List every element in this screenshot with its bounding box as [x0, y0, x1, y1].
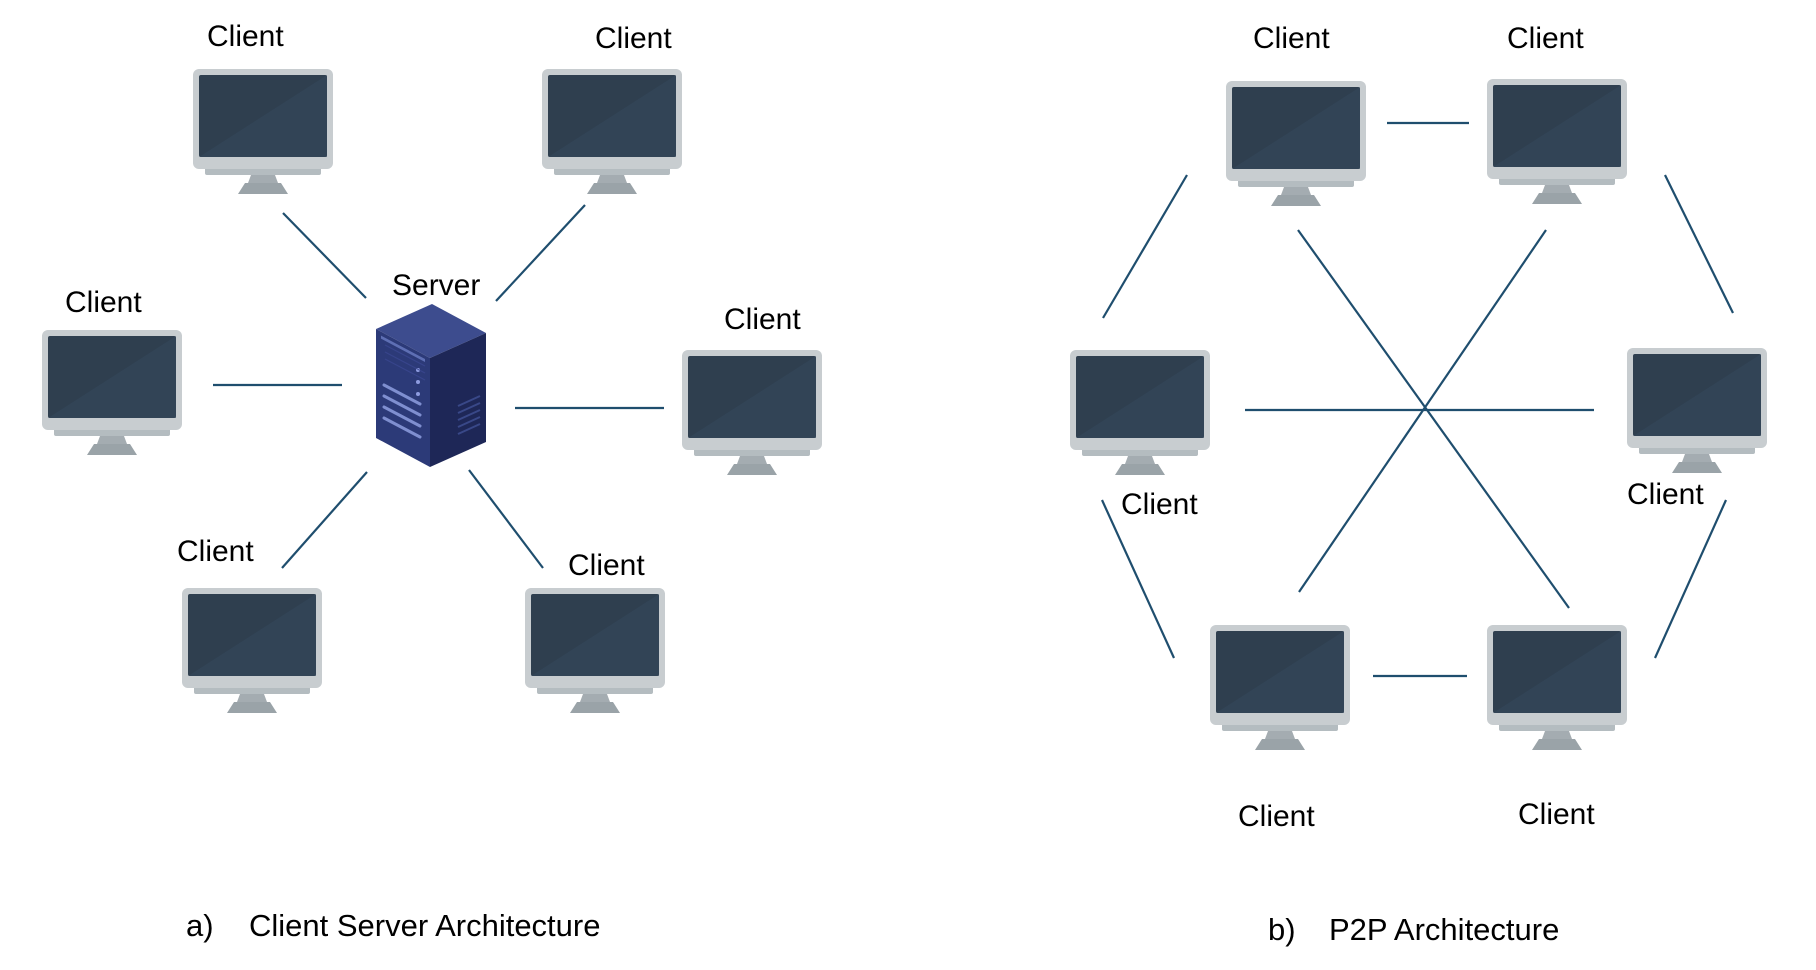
- client-label: Client: [1627, 478, 1704, 511]
- caption-letter-a: a): [186, 908, 214, 943]
- monitor-icon: [1226, 81, 1366, 206]
- client-label: Client: [1518, 798, 1595, 831]
- client-label: Client: [1121, 488, 1198, 521]
- monitor-icon: [1627, 348, 1767, 473]
- cs-link-bottom-right: [468, 469, 544, 569]
- client-label: Client: [177, 535, 254, 568]
- monitor-icon: [193, 69, 333, 194]
- client-label: Client: [1253, 22, 1330, 55]
- caption-letter-b: b): [1268, 912, 1296, 947]
- monitor-icon: [1070, 350, 1210, 475]
- server-rack-icon: [376, 304, 486, 467]
- p2p-link: [1100, 499, 1176, 659]
- p2p-link: [1664, 174, 1734, 314]
- client-label: Client: [65, 286, 142, 319]
- cs-link-top-right: [495, 204, 586, 302]
- client-server-diagram: Server Client Client Client Client Clien…: [42, 20, 822, 943]
- caption-client-server: Client Server Architecture: [249, 908, 600, 943]
- p2p-link: [1653, 499, 1728, 659]
- p2p-diagram: Client Client Client Client Client Clien…: [1070, 22, 1767, 947]
- monitor-icon: [1487, 79, 1627, 204]
- monitor-icon: [542, 69, 682, 194]
- client-label: Client: [724, 303, 801, 336]
- cs-link-bottom-left: [281, 471, 368, 569]
- p2p-link: [1298, 229, 1547, 593]
- cs-link-top-left: [282, 212, 367, 299]
- client-label: Client: [595, 22, 672, 55]
- monitor-icon: [42, 330, 182, 455]
- client-label: Client: [1507, 22, 1584, 55]
- client-label: Client: [568, 549, 645, 582]
- client-label: Client: [207, 20, 284, 53]
- monitor-icon: [525, 588, 665, 713]
- p2p-link: [1297, 229, 1570, 609]
- monitor-icon: [682, 350, 822, 475]
- client-label: Client: [1238, 800, 1315, 833]
- p2p-link: [1102, 174, 1188, 319]
- monitor-icon: [1210, 625, 1350, 750]
- monitor-icon: [1487, 625, 1627, 750]
- server-label: Server: [392, 269, 480, 302]
- caption-p2p: P2P Architecture: [1329, 912, 1559, 947]
- monitor-icon: [182, 588, 322, 713]
